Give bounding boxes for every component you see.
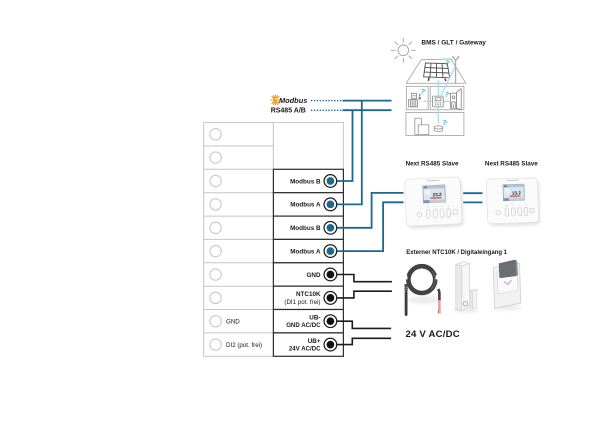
svg-text:GND: GND (307, 272, 321, 279)
svg-text:RS485 A/B: RS485 A/B (271, 108, 306, 115)
svg-text:Modbus A: Modbus A (290, 202, 321, 209)
svg-text:BMS / GLT / Gateway: BMS / GLT / Gateway (421, 40, 486, 47)
svg-text:DI2 (pot. frei): DI2 (pot. frei) (226, 342, 262, 349)
svg-text:NTC10K: NTC10K (296, 291, 321, 298)
svg-text:Next RS485 Slave: Next RS485 Slave (485, 160, 538, 167)
svg-text:24 V AC/DC: 24 V AC/DC (406, 329, 460, 340)
svg-text:UB-: UB- (309, 315, 320, 322)
svg-text:Next RS485 Slave: Next RS485 Slave (406, 160, 459, 167)
svg-text:23.2: 23.2 (512, 190, 521, 195)
svg-text:(DI1 pot. frei): (DI1 pot. frei) (284, 299, 320, 306)
svg-text:Modbus A: Modbus A (290, 248, 321, 255)
svg-text:Modbus B: Modbus B (290, 178, 321, 185)
svg-text:Modbus: Modbus (279, 96, 307, 105)
svg-text:GND AC/DC: GND AC/DC (286, 322, 321, 329)
svg-text:UB+: UB+ (308, 338, 321, 345)
svg-text:24V AC/DC: 24V AC/DC (289, 346, 321, 353)
svg-text:GND: GND (226, 319, 240, 326)
svg-text:Modbus B: Modbus B (290, 225, 321, 232)
svg-text:23.2: 23.2 (433, 192, 443, 197)
svg-text:Externer NTC10K / Digitaleinga: Externer NTC10K / Digitaleingang 1 (406, 250, 507, 256)
